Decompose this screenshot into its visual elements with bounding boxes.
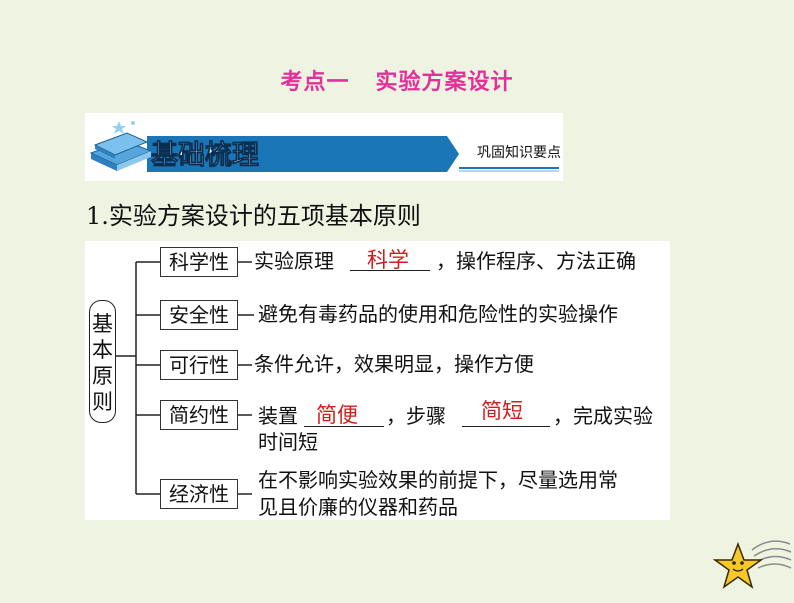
root-node: 基 本 原 则 bbox=[89, 300, 116, 423]
root-char: 本 bbox=[90, 339, 115, 361]
root-char: 原 bbox=[90, 365, 115, 387]
branch-text-feasibility: 条件允许，效果明显，操作方便 bbox=[254, 350, 534, 378]
branch-label-feasibility: 可行性 bbox=[160, 350, 238, 380]
branch-label-science: 科学性 bbox=[160, 247, 238, 277]
answer-fill: 简短 bbox=[481, 395, 523, 425]
branch-text-simplicity: 装置 bbox=[258, 402, 298, 430]
branch-text-science-tail: ，操作程序、方法正确 bbox=[436, 247, 636, 275]
answer-fill: 简便 bbox=[316, 399, 358, 429]
answer-blank bbox=[462, 426, 550, 427]
branch-text-science: 实验原理 bbox=[254, 247, 334, 275]
branch-label-economy: 经济性 bbox=[160, 479, 238, 509]
root-char: 则 bbox=[90, 391, 115, 413]
branch-text-economy-line2: 见且价廉的仪器和药品 bbox=[258, 493, 458, 521]
shooting-star-icon bbox=[712, 530, 792, 600]
branch-text-simplicity-mid: ，步骤 bbox=[386, 402, 446, 430]
branch-text-economy-line1: 在不影响实验效果的前提下，尽量选用常 bbox=[258, 466, 618, 494]
branch-label-safety: 安全性 bbox=[160, 300, 238, 330]
branch-label-simplicity: 简约性 bbox=[160, 400, 238, 430]
root-char: 基 bbox=[90, 313, 115, 335]
branch-text-safety: 避免有毒药品的使用和危险性的实验操作 bbox=[258, 300, 618, 328]
branch-text-simplicity-line2: 时间短 bbox=[258, 428, 318, 456]
answer-fill: 科学 bbox=[367, 244, 409, 274]
branch-text-simplicity-tail: ，完成实验 bbox=[553, 402, 653, 430]
